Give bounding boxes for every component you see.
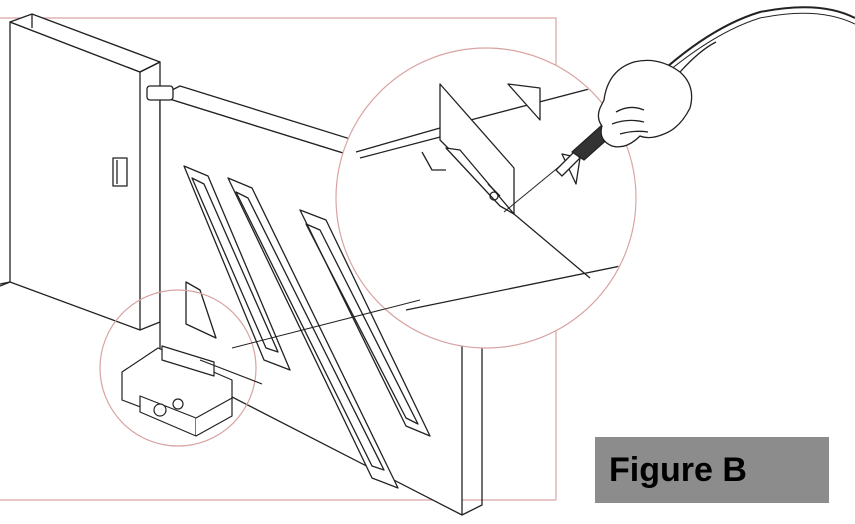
hand-icon (597, 41, 717, 148)
figure-label: Figure B (595, 437, 829, 503)
detail-circle-bottom (99, 289, 257, 447)
connector-line (231, 299, 421, 349)
detail-circle-top (335, 47, 637, 349)
gate-post (0, 13, 161, 331)
drawing-frame (0, 17, 557, 501)
magnified-detail (355, 59, 635, 311)
motor-unit (121, 345, 263, 437)
